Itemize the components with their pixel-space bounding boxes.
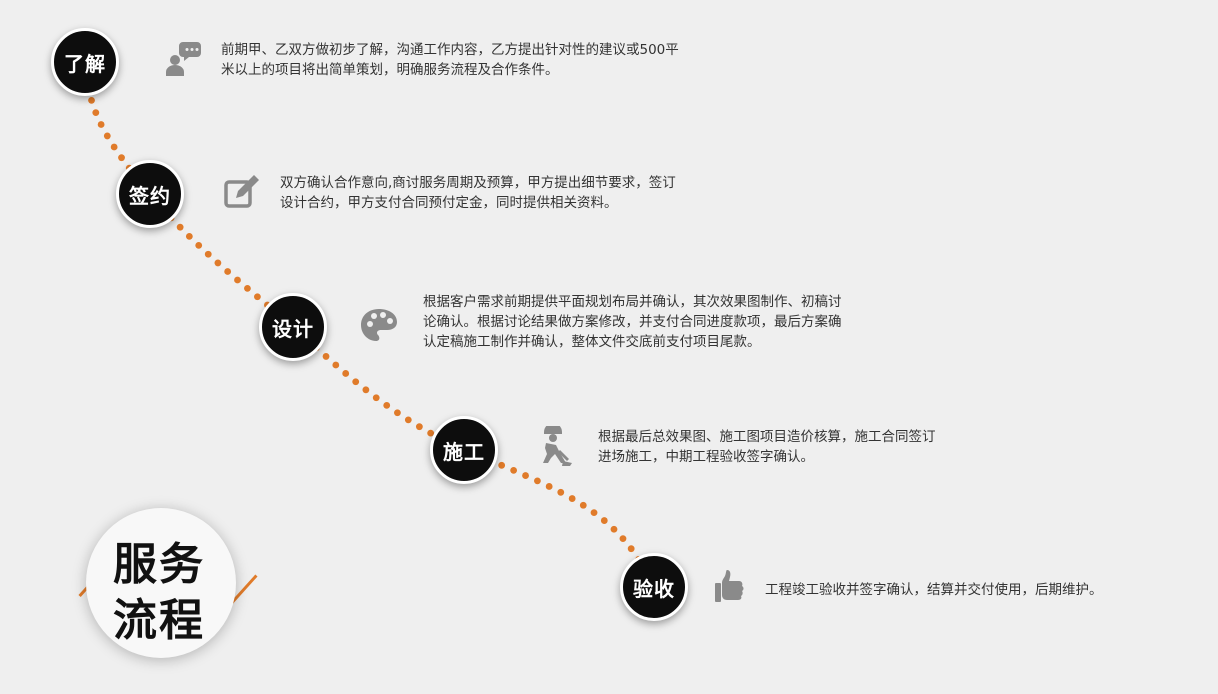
thumbs-up-icon bbox=[711, 566, 751, 606]
path-dot bbox=[579, 501, 587, 509]
service-process-badge bbox=[86, 508, 236, 658]
path-dot bbox=[176, 223, 184, 231]
path-dot bbox=[332, 361, 340, 369]
path-dot bbox=[118, 154, 125, 162]
step-label: 签约 bbox=[129, 183, 171, 208]
chat-person-icon bbox=[163, 38, 203, 78]
step-description: 根据客户需求前期提供平面规划布局并确认，其次效果图制作、初稿讨 论确认。根据讨论… bbox=[423, 294, 842, 350]
path-dot bbox=[352, 378, 360, 386]
path-dot bbox=[234, 276, 241, 284]
path-dot bbox=[522, 472, 529, 479]
step-description: 双方确认合作意向,商讨服务周期及预算，甲方提出细节要求，签订 设计合约，甲方支付… bbox=[280, 175, 676, 211]
path-dot bbox=[534, 477, 541, 485]
step-label: 设计 bbox=[272, 316, 314, 341]
path-dot bbox=[510, 466, 518, 474]
path-dot bbox=[362, 386, 370, 394]
badge-title-line1: 服务 bbox=[113, 539, 205, 590]
path-dot bbox=[224, 268, 232, 275]
step-label: 验收 bbox=[633, 576, 675, 601]
path-dot bbox=[590, 509, 598, 516]
path-dot bbox=[415, 423, 423, 431]
step-label: 施工 bbox=[443, 439, 485, 464]
palette-icon bbox=[359, 305, 399, 345]
path-dot bbox=[600, 517, 608, 524]
path-dot bbox=[383, 401, 391, 409]
path-dot bbox=[103, 132, 111, 140]
edit-icon bbox=[222, 172, 262, 212]
path-dot bbox=[195, 241, 203, 249]
path-dot bbox=[557, 488, 565, 496]
path-dot bbox=[342, 370, 350, 377]
step-circle-design: 设计 bbox=[259, 293, 327, 361]
path-dot bbox=[619, 535, 627, 543]
path-dot bbox=[214, 259, 222, 267]
step-description: 前期甲、乙双方做初步了解，沟通工作内容，乙方提出针对性的建议或500平 米以上的… bbox=[221, 42, 679, 78]
path-dot bbox=[254, 293, 261, 301]
step-circle-understand: 了解 bbox=[51, 28, 119, 96]
path-dot bbox=[88, 96, 95, 104]
path-dot bbox=[92, 109, 100, 117]
path-dot bbox=[568, 495, 576, 502]
path-dot bbox=[185, 232, 193, 240]
path-dot bbox=[97, 121, 105, 128]
path-dot bbox=[244, 284, 251, 292]
path-dot bbox=[498, 461, 506, 469]
step-description: 工程竣工验收并签字确认，结算并交付使用，后期维护。 bbox=[765, 582, 1103, 598]
path-dot bbox=[627, 545, 635, 553]
path-dot bbox=[372, 394, 380, 402]
path-dot bbox=[404, 416, 412, 424]
step-description: 根据最后总效果图、施工图项目造价核算，施工合同签订 进场施工，中期工程验收签字确… bbox=[598, 429, 936, 465]
step-label: 了解 bbox=[64, 51, 106, 76]
path-dot bbox=[322, 353, 330, 360]
step-circle-sign: 签约 bbox=[116, 160, 184, 228]
step-circle-acceptance: 验收 bbox=[620, 553, 688, 621]
badge-title-line2: 流程 bbox=[113, 595, 205, 646]
path-dot bbox=[204, 250, 212, 258]
step-circle-construction: 施工 bbox=[430, 416, 498, 484]
worker-icon bbox=[534, 423, 574, 466]
path-dot bbox=[394, 409, 401, 417]
path-dot bbox=[110, 143, 118, 151]
path-dot bbox=[610, 525, 618, 533]
path-dot bbox=[545, 483, 553, 490]
